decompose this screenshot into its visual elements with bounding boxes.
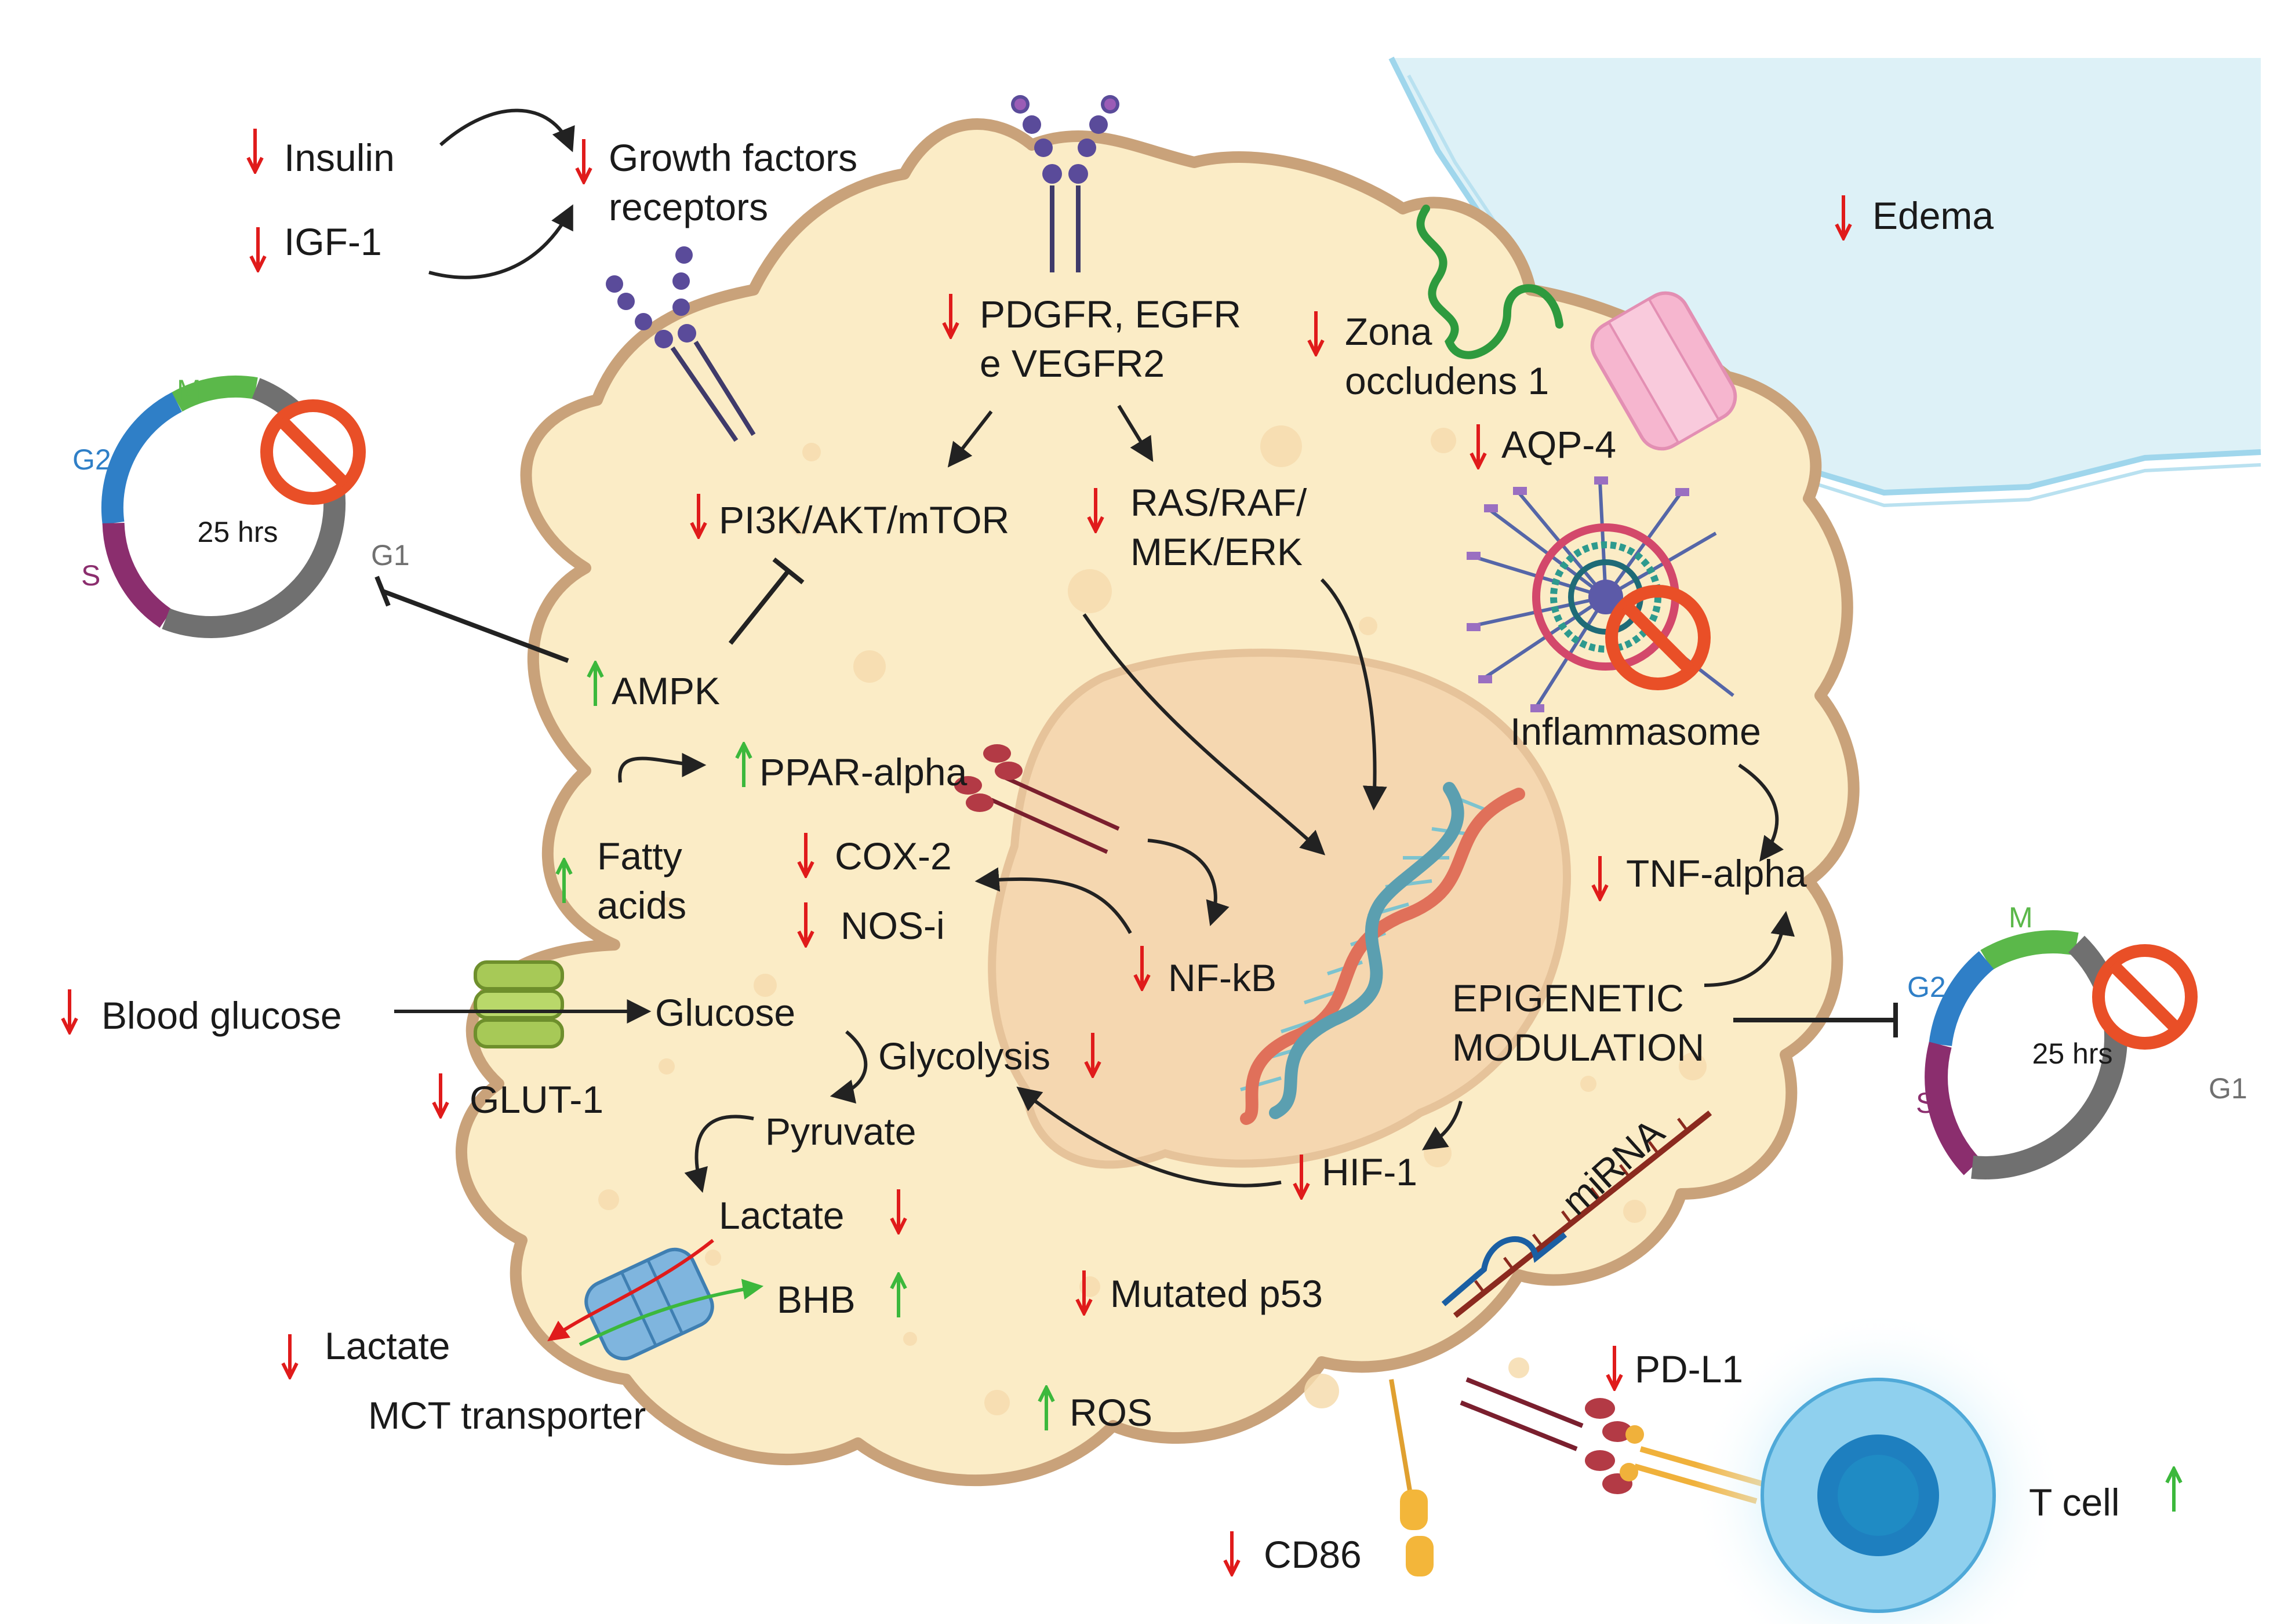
label-epigenetic: EPIGENETIC xyxy=(1452,977,1684,1019)
label-fatty: Fatty xyxy=(597,835,682,877)
label-vegfr2: e VEGFR2 xyxy=(980,342,1165,385)
label-pyruvate: Pyruvate xyxy=(765,1110,916,1153)
label-glycolysis: Glycolysis xyxy=(878,1035,1050,1077)
label-ros: ROS xyxy=(1070,1391,1152,1434)
label-aqp4: AQP-4 xyxy=(1501,423,1616,466)
label-pdgfr: PDGFR, EGFR xyxy=(980,293,1241,336)
cycle-left-center: 25 hrs xyxy=(198,516,278,548)
label-lactate-extracellular: Lactate xyxy=(325,1324,450,1367)
cycle-left-g1: G1 xyxy=(371,539,410,571)
label-insulin: Insulin xyxy=(284,136,395,179)
label-cox2: COX-2 xyxy=(835,835,952,877)
ppar-receptor xyxy=(954,744,1120,854)
inflammasome-inhibit-icon xyxy=(1605,585,1711,690)
label-ras: RAS/RAF/ xyxy=(1130,481,1307,524)
lactate-efflux-arrow xyxy=(547,1239,714,1342)
cycle-right-s: S xyxy=(1916,1087,1935,1119)
label-tnf: TNF-alpha xyxy=(1626,852,1807,895)
label-mct-transporter: MCT transporter xyxy=(368,1394,646,1437)
label-nfkb: NF-kB xyxy=(1168,956,1276,999)
cycle-left-g2: G2 xyxy=(72,443,111,476)
bhb-influx-arrow xyxy=(579,1279,764,1346)
cell-cycle-right xyxy=(1925,930,2198,1179)
growth-factor-receptor-left xyxy=(606,246,756,442)
pathway-arrows xyxy=(394,108,1795,1193)
zona-occludens-protein xyxy=(1416,205,1563,359)
label-modulation: MODULATION xyxy=(1452,1026,1704,1069)
cycle-left-s: S xyxy=(81,559,100,592)
glut1-channel xyxy=(474,960,564,1048)
label-t-cell: T cell xyxy=(2029,1481,2120,1524)
label-growth-factors: Growth factors xyxy=(609,136,857,179)
cell-cycle-right-labels: 25 hrs M G2 S G1 xyxy=(1907,901,2247,1119)
labels: Insulin IGF-1 Growth factors receptors E… xyxy=(101,136,2120,1576)
cycle-right-center: 25 hrs xyxy=(2032,1037,2113,1070)
label-acids: acids xyxy=(597,884,686,927)
label-blood-glucose: Blood glucose xyxy=(101,994,342,1037)
label-edema: Edema xyxy=(1872,194,1994,237)
dna-helix xyxy=(1240,782,1525,1125)
label-occludens: occludens 1 xyxy=(1345,359,1549,402)
label-hif1: HIF-1 xyxy=(1322,1150,1417,1193)
label-nosi: NOS-i xyxy=(841,904,945,947)
label-growth-factors-receptors: receptors xyxy=(609,185,768,228)
label-cd86: CD86 xyxy=(1264,1533,1362,1576)
cycle-right-m: M xyxy=(2009,901,2033,934)
growth-factor-receptor-top xyxy=(1011,95,1119,272)
cycle-right-g2: G2 xyxy=(1907,971,1946,1003)
mct-transporter xyxy=(584,1247,714,1361)
label-pi3k: PI3K/AKT/mTOR xyxy=(719,498,1009,541)
label-igf1: IGF-1 xyxy=(284,220,382,263)
cd86-molecule xyxy=(1389,1379,1434,1576)
label-mutated-p53: Mutated p53 xyxy=(1110,1272,1323,1315)
label-bhb: BHB xyxy=(777,1278,856,1321)
t-cell xyxy=(1693,1310,2064,1624)
inhibition-lines xyxy=(374,557,1898,1037)
label-ampk: AMPK xyxy=(612,669,720,712)
label-zona: Zona xyxy=(1345,310,1432,353)
label-lactate-intracellular: Lactate xyxy=(719,1194,845,1237)
aqp4-channel xyxy=(1590,291,1737,451)
label-mek: MEK/ERK xyxy=(1130,530,1303,573)
label-glucose: Glucose xyxy=(655,991,795,1034)
label-glut1: GLUT-1 xyxy=(470,1078,603,1121)
label-pdl1: PD-L1 xyxy=(1635,1348,1743,1390)
nucleus xyxy=(988,649,1571,1169)
cell-cycle-left xyxy=(101,375,366,638)
mirna-strand xyxy=(1441,1110,1712,1318)
cycle-left-m: M xyxy=(177,374,201,406)
cell-cycle-left-labels: 25 hrs M G2 S G1 xyxy=(72,374,410,592)
cycle-right-g1: G1 xyxy=(2209,1072,2247,1105)
label-inflammasome: Inflammasome xyxy=(1510,710,1761,753)
label-ppar: PPAR-alpha xyxy=(759,751,968,793)
